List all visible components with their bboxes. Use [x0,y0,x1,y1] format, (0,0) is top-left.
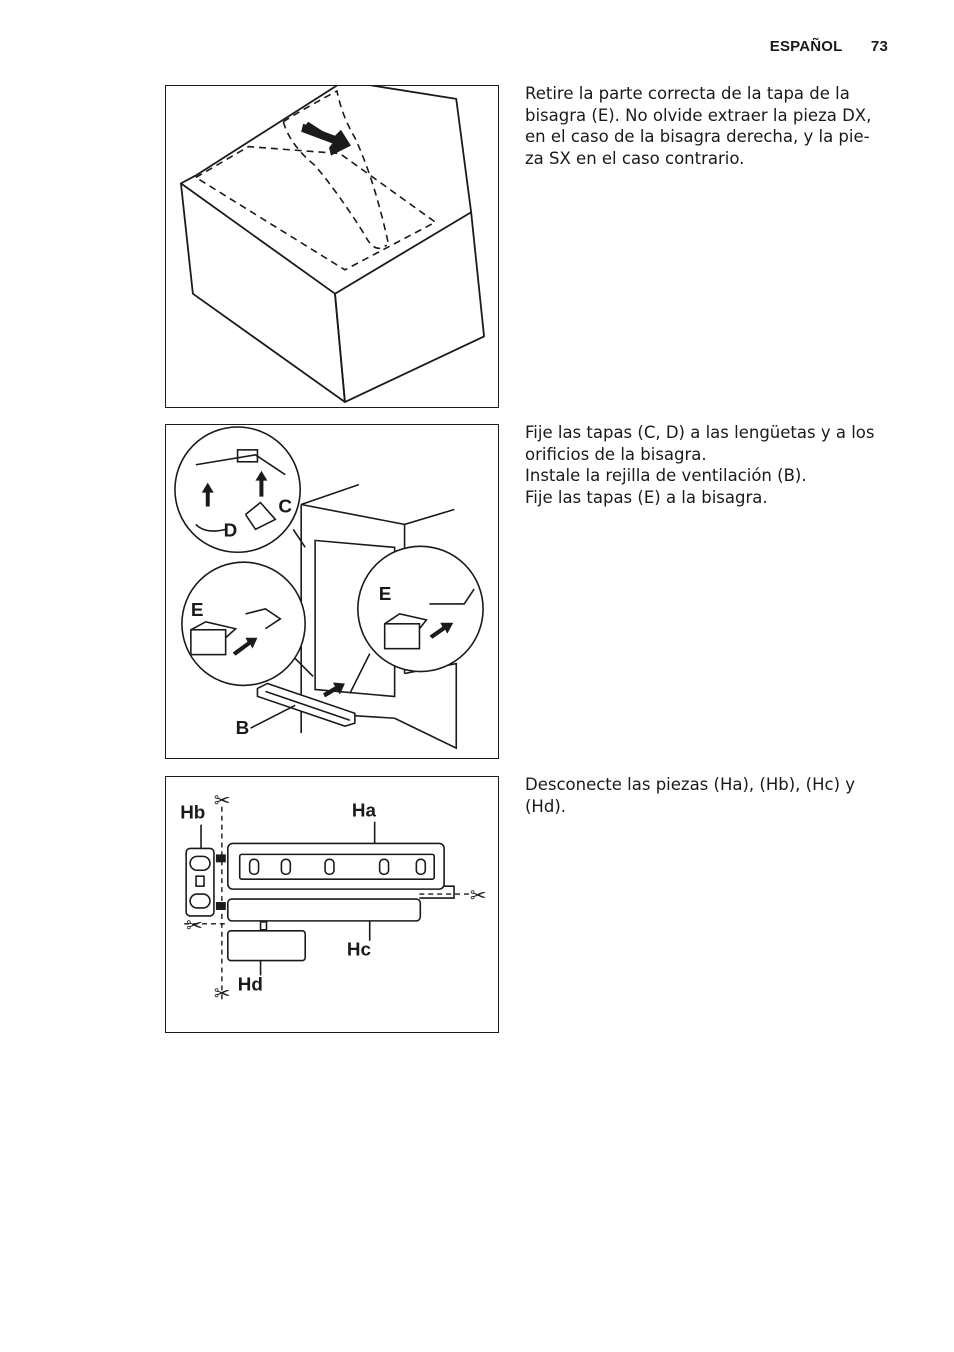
svg-text:✂: ✂ [470,884,487,907]
svg-text:✂: ✂ [214,982,231,1005]
text-line: (Hd). [525,796,567,816]
arrow-icon [323,682,345,698]
svg-text:✂: ✂ [214,789,231,812]
step-text-1: Retire la parte correcta de la tapa de l… [525,83,895,169]
arrow-icon [232,637,258,656]
arrow-icon [201,482,214,507]
label-e-right: E [379,584,392,605]
label-hb: Hb [180,802,205,823]
text-line: Desconecte las piezas (Ha), (Hb), (Hc) y [525,775,856,794]
covers-installation-illustration: C D E E B [174,426,484,750]
label-hd: Hd [238,973,263,994]
figure-hinge-cover [165,85,499,408]
label-ha: Ha [352,800,377,821]
arrow-icon [255,470,268,497]
text-line: en el caso de la bisagra derecha, y la p… [525,127,870,146]
label-c: C [278,496,292,517]
label-b: B [236,718,250,739]
text-line: Retire la parte correcta de la tapa de l… [525,84,850,103]
page-number: 73 [870,38,888,55]
text-line: bisagra (E). No olvide extraer la pieza … [525,105,872,125]
text-line: za SX en el caso contrario. [525,148,745,168]
step-text-3: Desconecte las piezas (Ha), (Hb), (Hc) y… [525,774,895,817]
page-header: ESPAÑOL 73 [770,38,888,55]
scissors-icon: ✂ ✂ ✂ ✂ [186,789,486,1005]
figure-covers-installation: C D E E B [165,424,499,759]
text-line: Fije las tapas (E) a la bisagra. [525,487,768,507]
label-e-left: E [191,600,204,621]
text-line: Fije las tapas (C, D) a las lengüetas y … [525,423,875,442]
text-line: Instale la rejilla de ventilación (B). [525,466,807,485]
svg-text:✂: ✂ [186,914,203,937]
text-line: orificios de la bisagra. [525,444,707,464]
disconnect-parts-illustration: ✂ ✂ ✂ ✂ Hb Ha Hc Hd [180,789,486,1005]
hinge-cover-illustration [180,86,485,403]
arrow-icon [429,622,454,639]
section-title: ESPAÑOL [769,38,843,55]
figure-disconnect-parts: ✂ ✂ ✂ ✂ Hb Ha Hc Hd [165,776,499,1033]
label-hc: Hc [347,939,371,960]
label-d: D [224,520,238,541]
step-text-2: Fije las tapas (C, D) a las lengüetas y … [525,422,895,508]
